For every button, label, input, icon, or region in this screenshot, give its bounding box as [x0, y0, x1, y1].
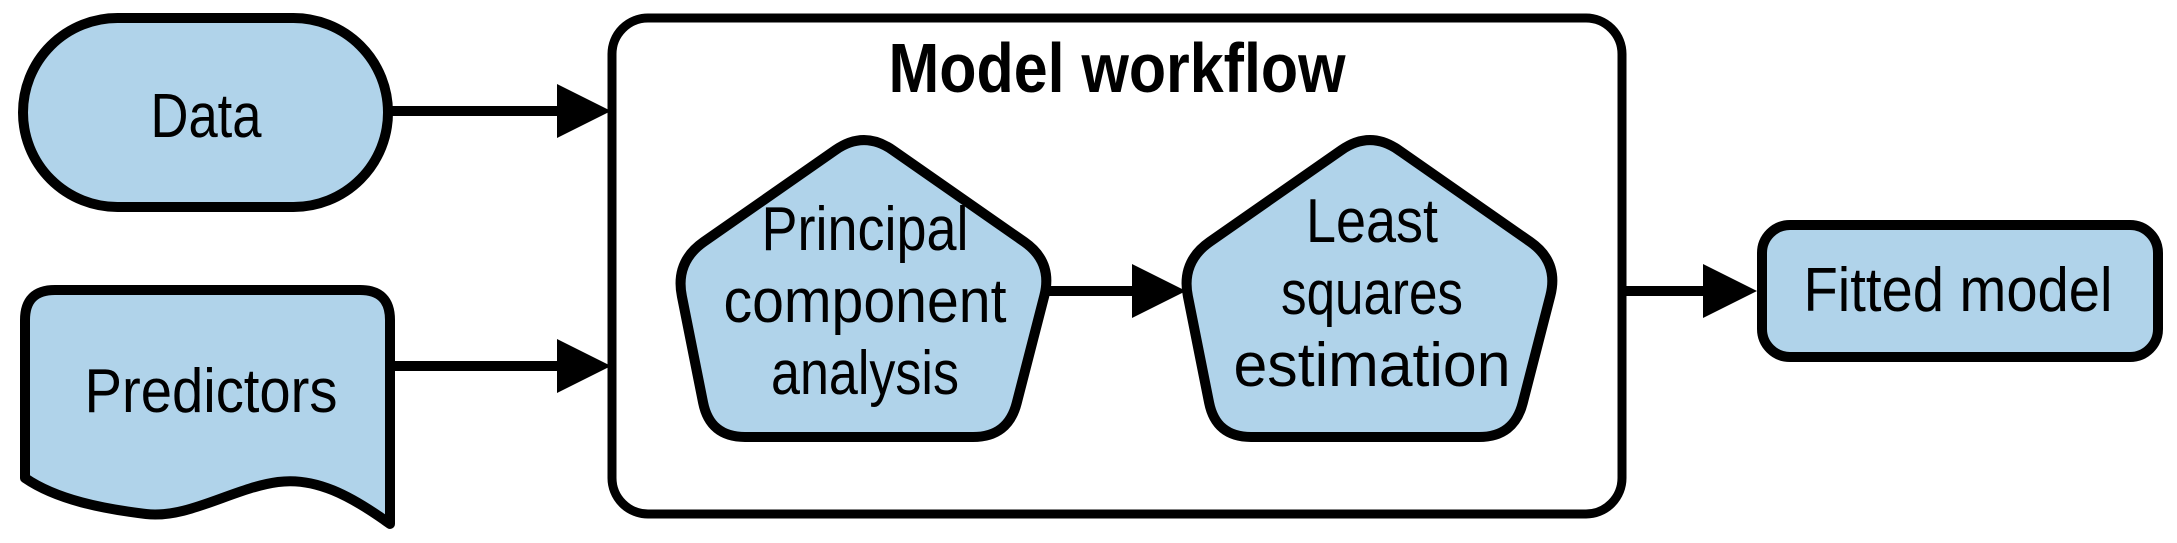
pca-label-line2: component — [724, 267, 1007, 336]
predictors-node: Predictors — [20, 285, 395, 529]
data-shape — [18, 13, 393, 212]
lse-label-line3: estimation — [1234, 331, 1511, 400]
arrow-predictors-to-workflow — [392, 339, 611, 393]
lse-pentagon-node: Least squares estimation — [1181, 135, 1558, 442]
lse-pentagon-shape — [1181, 135, 1558, 442]
arrow-pca-to-lse — [1044, 264, 1186, 318]
predictors-shape — [20, 285, 395, 529]
arrowhead — [1703, 264, 1757, 318]
fitted-model-node: Fitted model — [1757, 220, 2163, 362]
pca-label-line3: analysis — [771, 339, 959, 408]
pca-pentagon-node: Principal component analysis — [675, 135, 1052, 442]
fitted-model-shape — [1757, 220, 2163, 362]
workflow-title: Model workflow — [889, 29, 1346, 107]
pca-pentagon-shape — [675, 135, 1052, 442]
arrowhead — [557, 339, 611, 393]
pca-label-line1: Principal — [762, 195, 969, 264]
fitted-model-label: Fitted model — [1804, 256, 2113, 325]
data-label: Data — [151, 82, 262, 151]
predictors-label: Predictors — [85, 357, 338, 426]
data-node: Data — [18, 13, 393, 212]
lse-label-line2: squares — [1281, 259, 1463, 328]
arrowhead — [557, 84, 611, 138]
arrowhead — [1132, 264, 1186, 318]
arrow-data-to-workflow — [390, 84, 611, 138]
arrow-workflow-to-fitted — [1624, 264, 1757, 318]
lse-label-line1: Least — [1306, 187, 1438, 256]
